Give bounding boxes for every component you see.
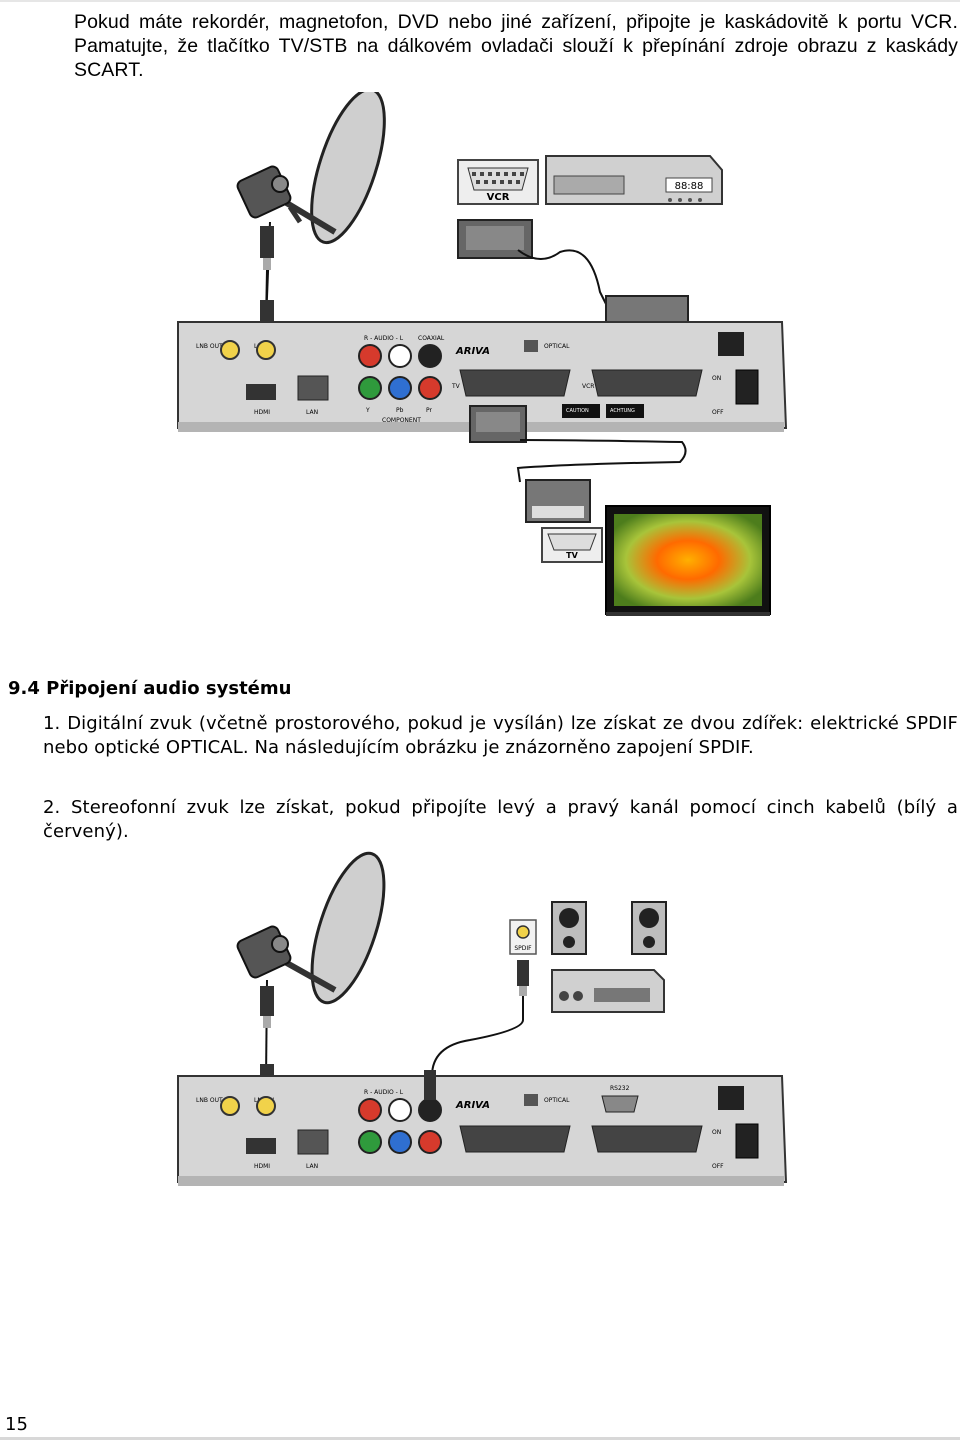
speaker-left-icon <box>551 901 587 955</box>
audio-l-port-icon <box>388 344 412 368</box>
lnb-out-port-icon <box>220 340 240 360</box>
lnb-out-label: LNB OUT <box>196 343 223 350</box>
lan-port-icon <box>297 1129 329 1155</box>
brand-logo: ARIVA <box>455 1100 490 1111</box>
satellite-dish-icon <box>236 851 386 1081</box>
audio-l-port-icon <box>388 1098 412 1122</box>
hdmi-label: HDMI <box>254 1163 270 1170</box>
power-inlet-icon <box>718 1086 744 1110</box>
audio-r-port-icon <box>358 1098 382 1122</box>
section-heading: 9.4 Připojení audio systému <box>8 678 292 699</box>
receiver-back-panel: LNB OUT LNB IN HDMI LAN R - AUDIO - L AR… <box>177 1075 788 1186</box>
audio-r-port-icon <box>358 344 382 368</box>
on-label: ON <box>712 375 721 382</box>
vcr-scart-port-icon: VCR <box>457 159 539 205</box>
brand-logo: ARIVA <box>455 346 490 357</box>
optical-label: OPTICAL <box>544 1097 570 1104</box>
lnb-out-port-icon <box>220 1096 240 1116</box>
satellite-dish-icon <box>236 92 386 323</box>
speaker-right-icon <box>631 901 667 955</box>
power-inlet-icon <box>718 332 744 356</box>
y-label: Y <box>365 407 370 414</box>
scart-tv-port-icon <box>459 369 571 397</box>
lnb-out-label: LNB OUT <box>196 1097 223 1104</box>
rca-plug-icon <box>517 960 529 986</box>
hdmi-label: HDMI <box>254 409 270 416</box>
rs232-port-icon <box>601 1095 639 1113</box>
spdif-label: SPDIF <box>514 945 532 952</box>
tv-scart-port-icon: TV <box>541 527 603 563</box>
component-pr-port-icon <box>418 1130 442 1154</box>
caution-sticker <box>562 404 600 418</box>
optical-port-icon <box>524 1094 538 1106</box>
vcr-sticker-label: VCR <box>487 192 510 203</box>
component-label: COMPONENT <box>382 417 421 424</box>
power-switch-icon <box>735 1123 759 1159</box>
scart-plug-tv-port-icon <box>469 405 527 443</box>
intro-paragraph: Pokud máte rekordér, magnetofon, DVD neb… <box>74 11 958 81</box>
coaxial-label: COAXIAL <box>418 335 445 342</box>
television-icon <box>605 505 771 616</box>
optical-port-icon <box>524 340 538 352</box>
spdif-port-icon: SPDIF <box>509 919 537 955</box>
item-2-paragraph: 2. Stereofonní zvuk lze získat, pokud př… <box>43 797 958 842</box>
achtung-sticker <box>606 404 644 418</box>
off-label: OFF <box>712 1163 724 1170</box>
power-switch-icon <box>735 369 759 405</box>
rs232-label: RS232 <box>610 1085 630 1092</box>
off-label: OFF <box>712 409 724 416</box>
component-pr-port-icon <box>418 376 442 400</box>
item-1-paragraph: 1. Digitální zvuk (včetně prostorového, … <box>43 713 958 758</box>
lnb-in-port-icon <box>256 1096 276 1116</box>
bottom-rule <box>0 1437 960 1440</box>
coaxial-port-icon <box>418 1098 442 1122</box>
pb-label: Pb <box>396 407 404 414</box>
lan-port-icon <box>297 375 329 401</box>
component-y-port-icon <box>358 376 382 400</box>
scart-vcr-label: VCR <box>582 383 594 390</box>
tv-sticker-label: TV <box>566 551 578 560</box>
component-pb-port-icon <box>388 376 412 400</box>
page-number: 15 <box>5 1414 28 1435</box>
scart-vcr-port-icon <box>591 1125 703 1153</box>
scart-tv-label: TV <box>451 383 461 390</box>
scart-plug-tv-end-icon <box>525 479 591 523</box>
scart-vcr-port-icon <box>591 369 703 397</box>
hdmi-port-icon <box>246 384 276 400</box>
on-label: ON <box>712 1129 721 1136</box>
pr-label: Pr <box>426 407 433 414</box>
optical-label: OPTICAL <box>544 343 570 350</box>
hdmi-port-icon <box>246 1138 276 1154</box>
vcr-display: 88:88 <box>675 181 704 192</box>
audio-label: R - AUDIO - L <box>364 1089 404 1096</box>
caution-label: CAUTION <box>566 408 589 414</box>
lan-label: LAN <box>306 1163 318 1170</box>
achtung-label: ACHTUNG <box>610 408 635 414</box>
coaxial-port-icon <box>418 344 442 368</box>
rca-plug-coaxial-icon <box>424 1070 436 1100</box>
amplifier-icon <box>551 969 665 1013</box>
spdif-connection-diagram: SPDIF LNB OUT LNB IN HDMI LAN R - AUDIO … <box>177 851 788 1186</box>
component-y-port-icon <box>358 1130 382 1154</box>
scart-tv-port-icon <box>459 1125 571 1153</box>
scart-connection-diagram: VCR 88:88 LNB OUT LNB IN HDMI LAN R - AU… <box>177 92 788 616</box>
vcr-device-icon: 88:88 <box>545 155 723 205</box>
audio-label: R - AUDIO - L <box>364 335 404 342</box>
lnb-in-port-icon <box>256 340 276 360</box>
component-pb-port-icon <box>388 1130 412 1154</box>
top-rule <box>0 0 960 2</box>
lan-label: LAN <box>306 409 318 416</box>
